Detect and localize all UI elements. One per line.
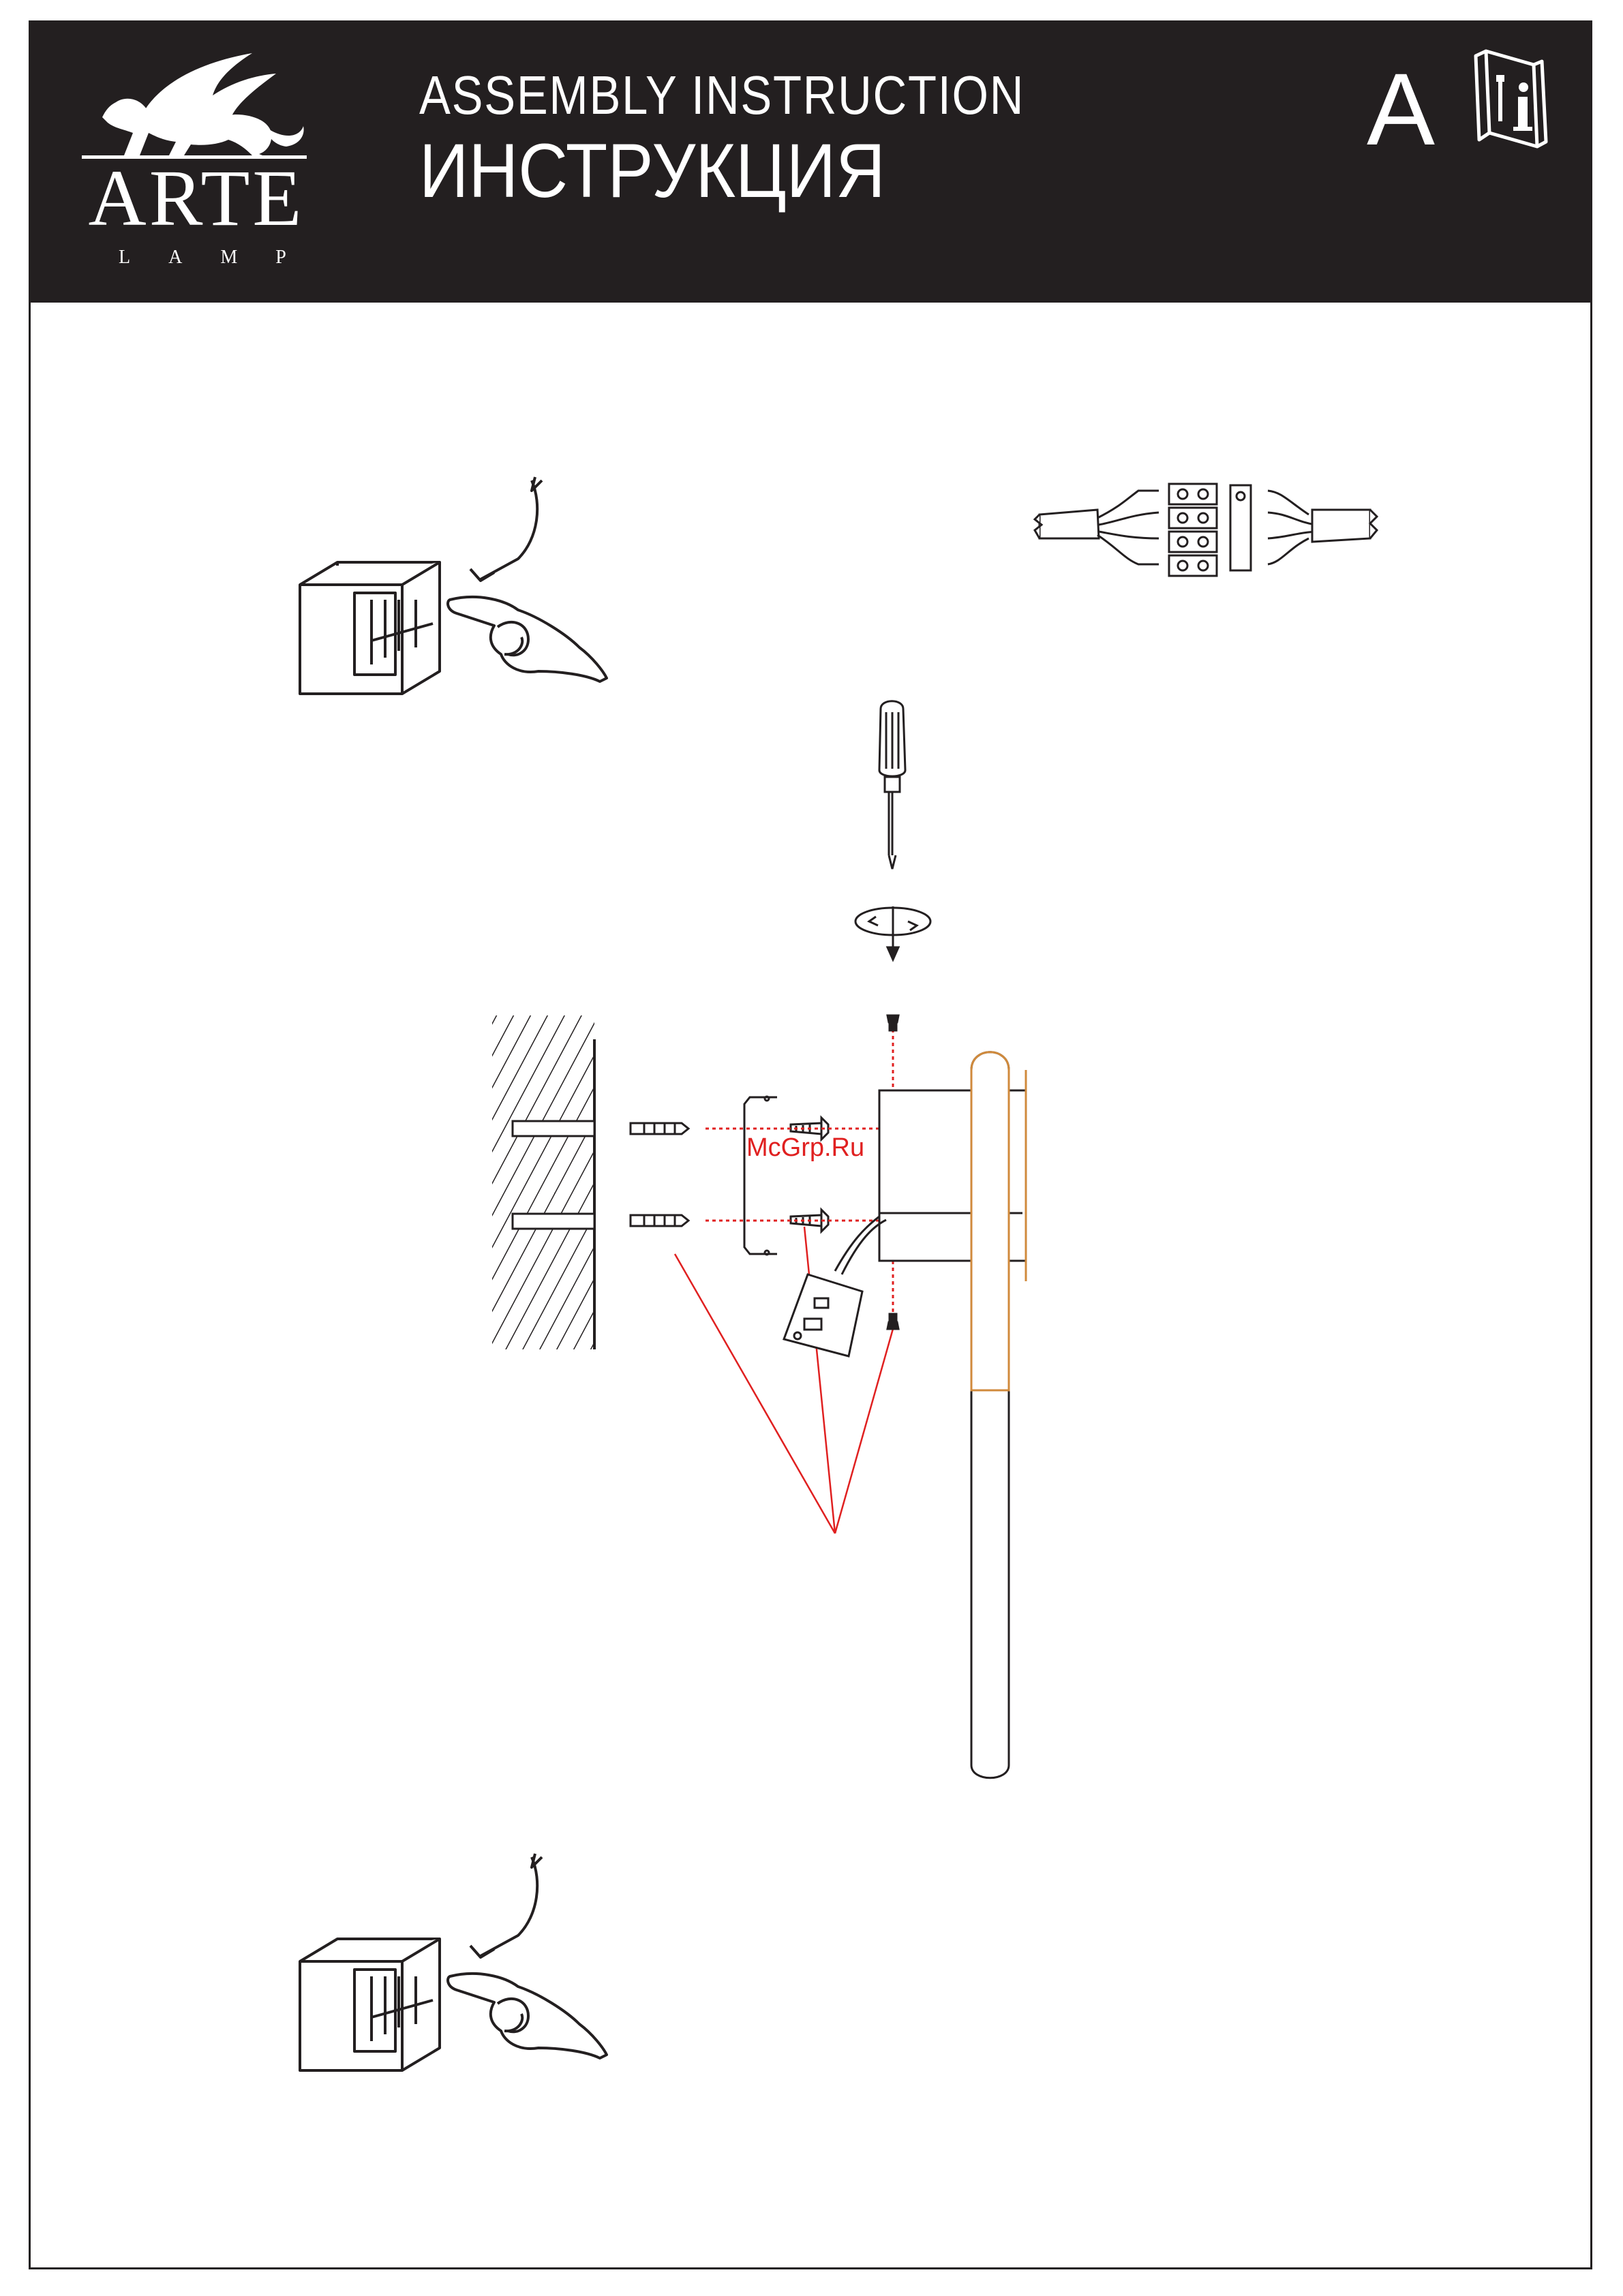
- title-en: ASSEMBLY INSTRUCTION: [419, 68, 1025, 123]
- brand-name: ARTE: [80, 158, 312, 239]
- title-ru: ИНСТРУКЦИЯ: [419, 133, 885, 209]
- section-letter: A: [1367, 58, 1435, 160]
- watermark: McGrp.Ru: [746, 1135, 864, 1161]
- brand-sub: LAMP: [80, 248, 312, 267]
